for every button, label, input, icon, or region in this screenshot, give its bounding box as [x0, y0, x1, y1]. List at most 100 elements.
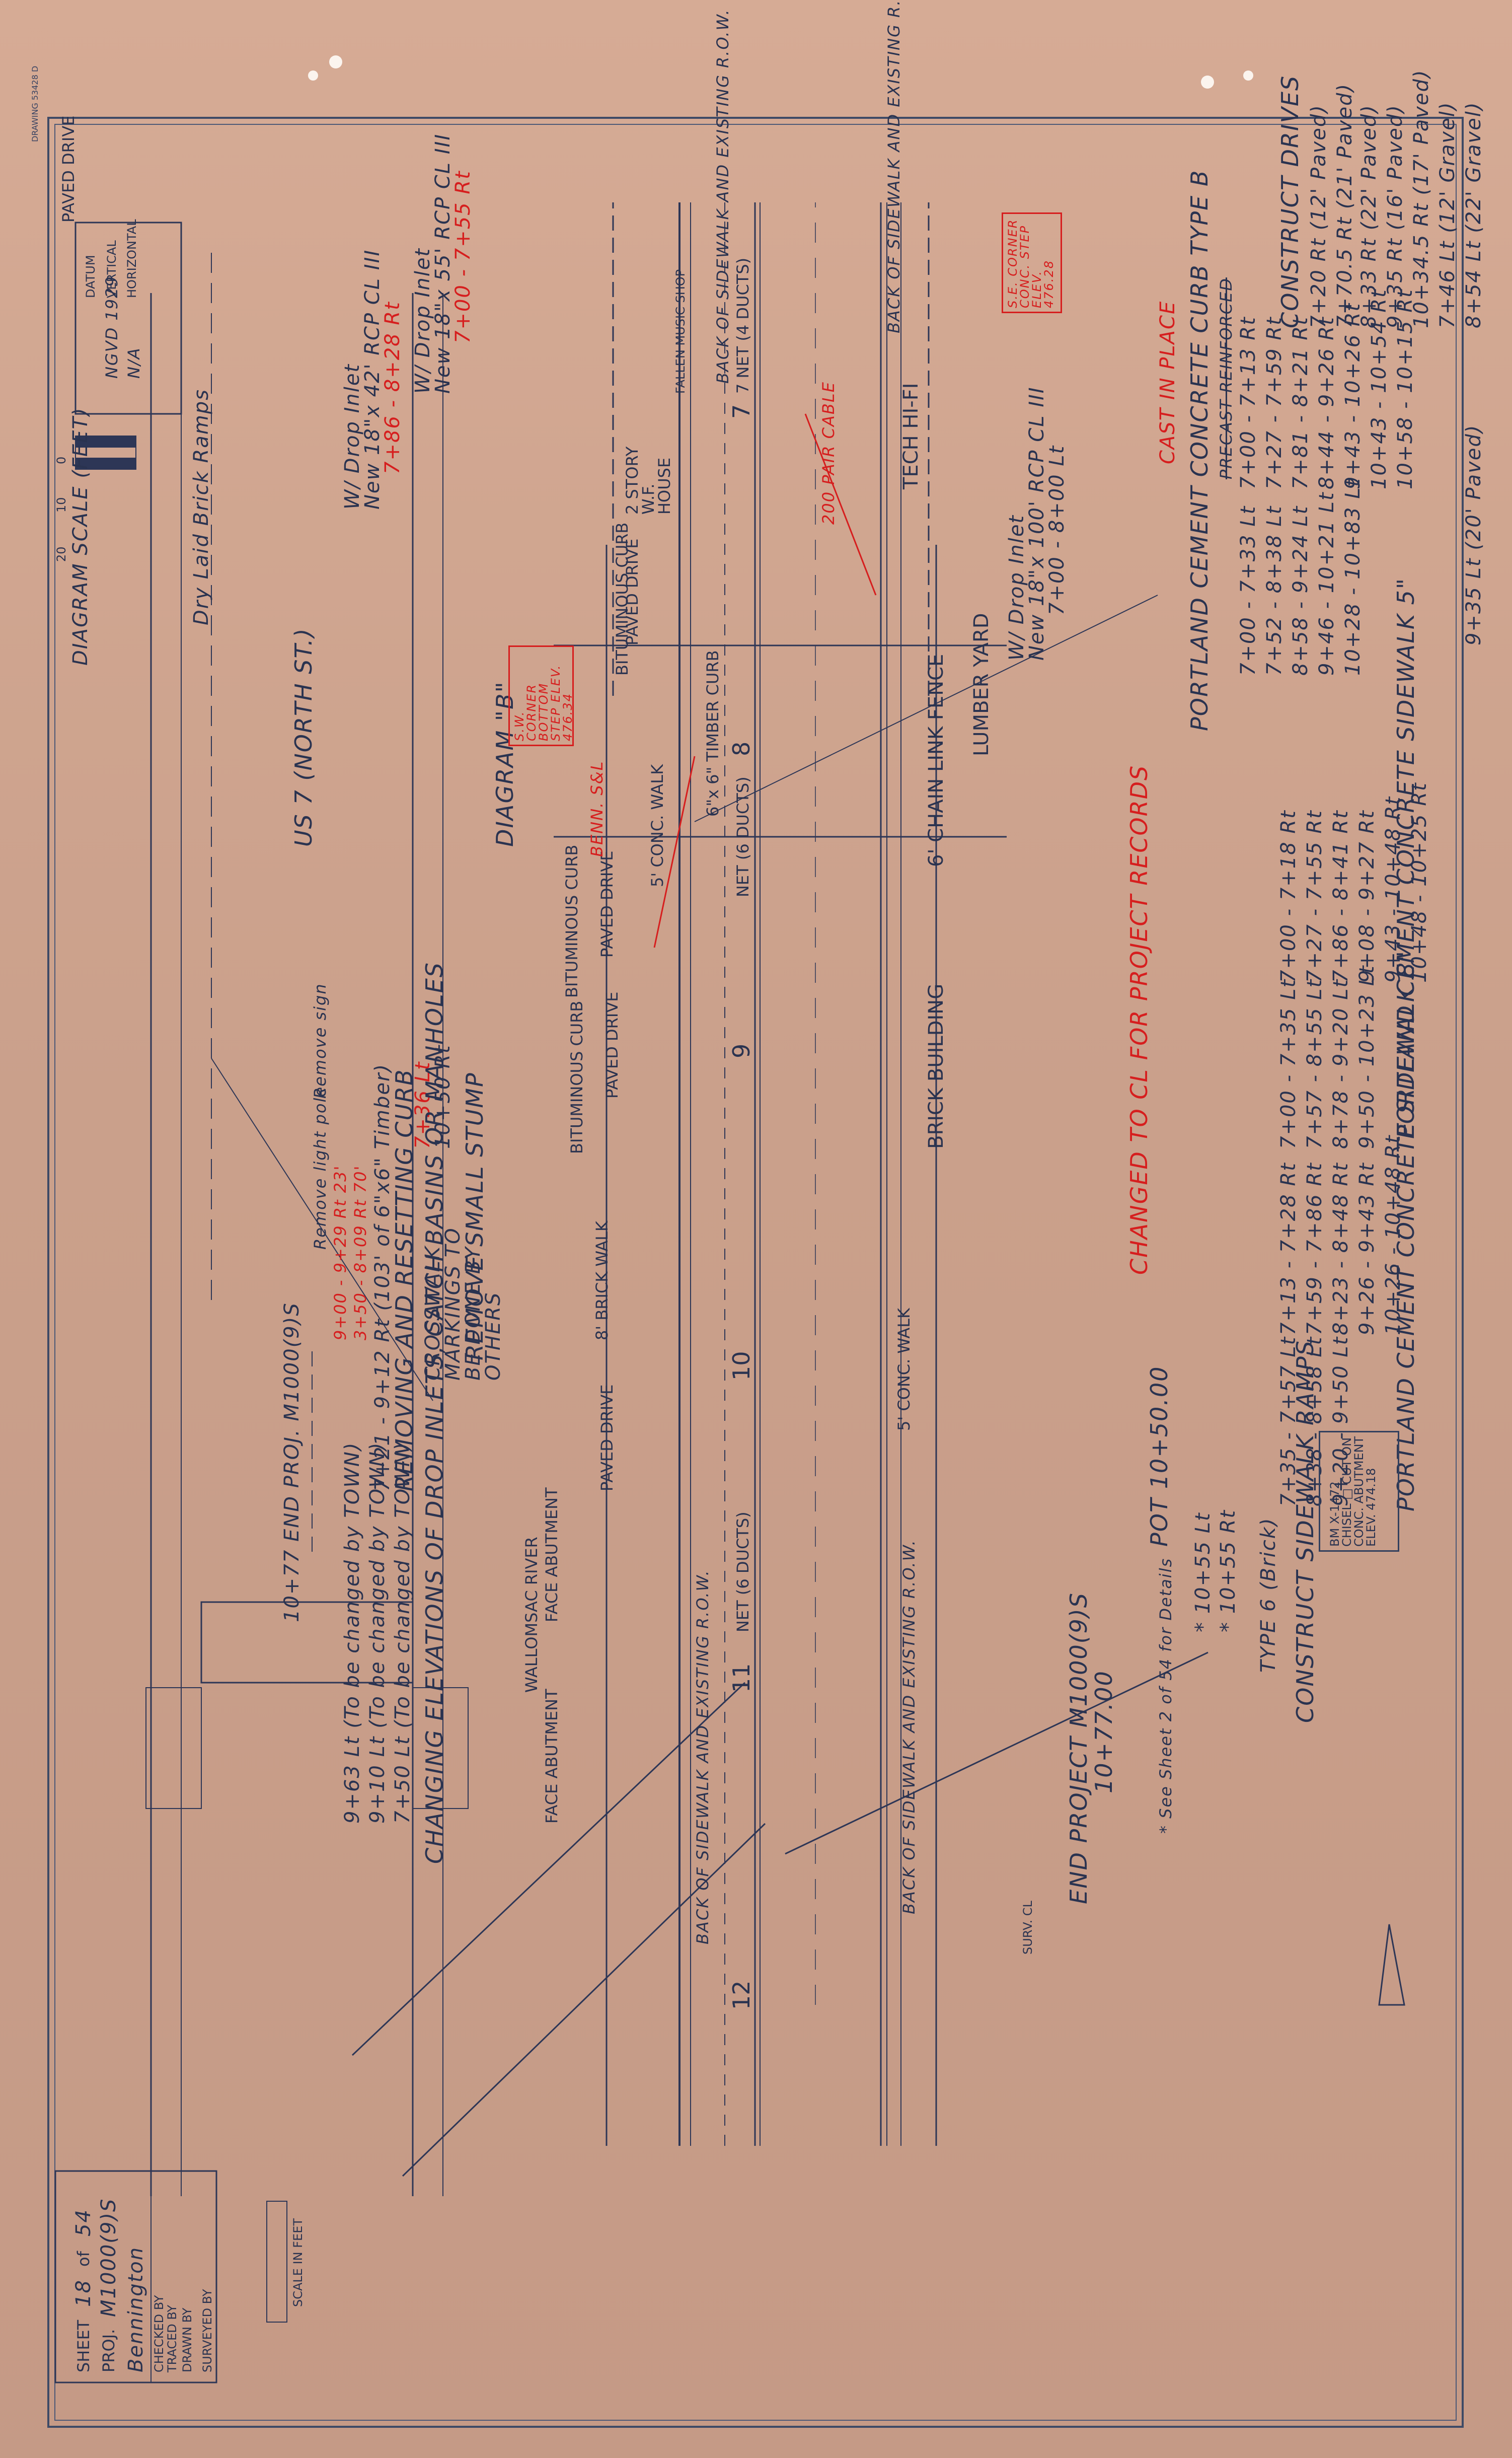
- drive-item: 7+46 Lt (12' Gravel): [1436, 101, 1459, 328]
- paved-drive-label: PAVED DRIVE: [602, 991, 622, 1099]
- tb-proj-label: PROJ.: [99, 2329, 118, 2372]
- culvert-sub: W/ Drop Inlet: [411, 247, 434, 394]
- sidewalk-item: 9+08 - 9+27 Rt: [1355, 810, 1379, 983]
- curb-item: 8+44 - 9+26 Rt: [1315, 316, 1338, 489]
- end-proj-diagram: 10+77 END PROJ. M1000(9)S: [280, 1302, 304, 1622]
- route-label: US 7 (NORTH ST.): [290, 627, 317, 847]
- chain-link-label: 6' CHAIN LINK FENCE: [925, 654, 948, 867]
- tb-sheet-total: 54: [72, 2209, 95, 2236]
- drop-inlet-item: 9+63 Lt (To be changed by TOWN): [341, 1441, 364, 1824]
- sidewalk-item: 8+78 - 9+20 Lt: [1329, 978, 1352, 1149]
- datum-vertical-value: NGVD 1929: [102, 275, 121, 379]
- leader-line: [211, 1058, 433, 1401]
- drop-inlets-title: CHANGING ELEVATIONS OF DROP INLETS, CATC…: [421, 962, 448, 1864]
- sidewalk-item: 8+23 - 8+48 Rt: [1329, 1162, 1352, 1335]
- reset-curb-red: 3+50 - 8+09 Rt 70': [351, 1165, 370, 1340]
- sidewalk-item: 7+27 - 7+55 Rt: [1303, 810, 1326, 983]
- punch-hole: [329, 55, 342, 68]
- drop-inlet-item: 7+50 Lt (To be changed by TOWN): [391, 1441, 414, 1824]
- curb-item: 7+00 - 7+33 Lt: [1237, 505, 1260, 676]
- station-label: 10: [728, 1351, 755, 1381]
- culvert-line: [402, 1823, 766, 2177]
- crosswalk: [200, 1601, 414, 1684]
- brick-walk-label: 8' BRICK WALK: [592, 1220, 612, 1340]
- net-label: 7 NET (4 DUCTS): [733, 257, 752, 394]
- drawing-number: DRAWING 53428 D: [30, 65, 40, 142]
- ramps-type: TYPE 6 (Brick): [1257, 1517, 1280, 1673]
- red-centerline-note: CHANGED TO CL FOR PROJECT RECORDS: [1125, 764, 1153, 1275]
- culvert-sub: W/ Drop Inlet: [341, 363, 364, 510]
- curb-struck-text: PRECAST REINFORCED: [1217, 277, 1236, 479]
- sidewalk-item: 7+00 - 7+18 Rt: [1277, 810, 1300, 983]
- curb-item: 9+43 - 10+26 Rt: [1341, 302, 1365, 489]
- drive-item: 9+35 Lt (20' Paved): [1462, 424, 1485, 645]
- punch-hole: [308, 70, 318, 81]
- curb-col1: 7+00 - 7+13 Rt 7+27 - 7+59 Rt 7+81 - 8+2…: [1237, 288, 1421, 489]
- sheet-border: [47, 117, 1464, 2428]
- timber-curb-label: 6"x 6" TIMBER CURB: [703, 650, 722, 817]
- punch-hole: [1243, 70, 1253, 81]
- surv-label: SURV. CL: [1021, 1901, 1035, 1955]
- culvert-sub: W/ Drop Inlet: [1005, 514, 1028, 661]
- curb-item: 10+58 - 10+15 Rt: [1394, 288, 1417, 489]
- title-block-frame: [54, 2170, 217, 2383]
- sidewalk8-col1: 7+13 - 7+28 Rt 7+59 - 7+86 Rt 8+23 - 8+4…: [1277, 1134, 1409, 1335]
- scale-bar: [75, 436, 136, 448]
- ramps-note: * See Sheet 2 of 54 for Details: [1156, 1557, 1175, 1834]
- culvert-line: [785, 1651, 1208, 1855]
- curb-item: 7+00 - 7+13 Rt: [1237, 316, 1260, 489]
- culvert-desc: New 18"x 42' RCP CL III: [361, 249, 384, 510]
- curb-red-title: CAST IN PLACE: [1156, 300, 1179, 464]
- tb-surveyed: SURVEYED BY: [200, 2289, 214, 2373]
- reset-curb-title: REMOVING AND RESETTING CURB: [391, 1068, 418, 1491]
- scale-tick: 10: [54, 497, 68, 513]
- red-leader-line: [804, 413, 877, 596]
- pot-label: POT 10+50.00: [1146, 1365, 1173, 1547]
- end-project: END PROJECT M1000(9)S: [1065, 1592, 1092, 1904]
- brick-ramp: [412, 1687, 469, 1809]
- scale-tick: 0: [54, 456, 68, 464]
- station-label: 7: [728, 404, 755, 419]
- scale-title: DIAGRAM SCALE (FEET): [69, 407, 92, 666]
- culvert-red-station: 7+00 - 7+55 Rt: [451, 170, 475, 343]
- culvert-desc: New 18"x 55' RCP CL III: [431, 133, 455, 394]
- sidewalk-item: 7+57 - 8+55 Lt: [1303, 978, 1326, 1149]
- bituminous-curb-label: BITUMINOUS CURB: [562, 844, 581, 998]
- tb-proj-value: M1000(9)S: [97, 2198, 120, 2317]
- remove-light-pole: Remove light pole: [311, 1086, 330, 1250]
- culvert-desc: New 18"x 100' RCP CL III: [1025, 386, 1048, 661]
- curb-item: 7+52 - 8+38 Lt: [1263, 505, 1286, 676]
- drive-item: 8+54 Lt (22' Gravel): [1462, 101, 1485, 328]
- back-sidewalk-label: BACK OF SIDEWALK AND EXISTING R.O.W.: [899, 1539, 919, 1914]
- tb-of-label: of: [74, 2251, 93, 2267]
- datum-horizontal-label: HORIZONTAL: [125, 219, 139, 298]
- crosswalk-note: CROSSWALK MARKINGS TO BE DONE BY OTHERS: [421, 1227, 505, 1381]
- bituminous-curb-label: BITUMINOUS CURB: [613, 522, 632, 676]
- curb-item: 10+28 - 10+83 Lt: [1341, 477, 1365, 676]
- ramp-item: * 10+55 Rt: [1217, 1509, 1240, 1632]
- back-sidewalk-label: BACK OF SIDEWALK AND EXISTING R.O.W.: [884, 0, 903, 333]
- sheet-inner-border: [54, 124, 1457, 2421]
- benchmark-note: BM X-1472 CHISEL □ CUT ON CONC. ABUTMENT…: [1328, 1436, 1378, 1547]
- reset-curb-red: 9+00 - 9+29 Rt 23': [331, 1165, 350, 1340]
- tb-town: Bennington: [124, 2246, 147, 2372]
- brick-ramp: [145, 1687, 202, 1809]
- tb-sheet-label: SHEET: [74, 2320, 93, 2372]
- back-sidewalk-label: BACK OF SIDEWALK AND EXISTING R.O.W.: [713, 9, 732, 384]
- tb-traced: TRACED BY: [165, 2304, 179, 2372]
- sidewalk-item: 9+50 - 10+23 Lt: [1355, 965, 1379, 1149]
- culvert-station: 7+00 - 8+00 Lt: [1045, 445, 1069, 615]
- brick-building-label: BRICK BUILDING: [925, 983, 948, 1149]
- conc-walk-label: 5' CONC. WALK: [648, 764, 667, 887]
- station-label: 8: [728, 741, 755, 756]
- paved-drive-label: PAVED DRIVE: [597, 1384, 617, 1491]
- lumber-yard-label: LUMBER YARD: [970, 613, 993, 756]
- net-label: NET (6 DUCTS): [733, 1511, 752, 1632]
- dry-laid-note: Dry Laid Brick Ramps: [190, 388, 213, 625]
- scale-tick: 20: [54, 546, 68, 562]
- curb-col2: 7+00 - 7+33 Lt 7+52 - 8+38 Lt 8+58 - 9+2…: [1237, 477, 1369, 676]
- sidewalk-item: 7+86 - 8+41 Rt: [1329, 810, 1352, 983]
- punch-hole: [1201, 76, 1214, 89]
